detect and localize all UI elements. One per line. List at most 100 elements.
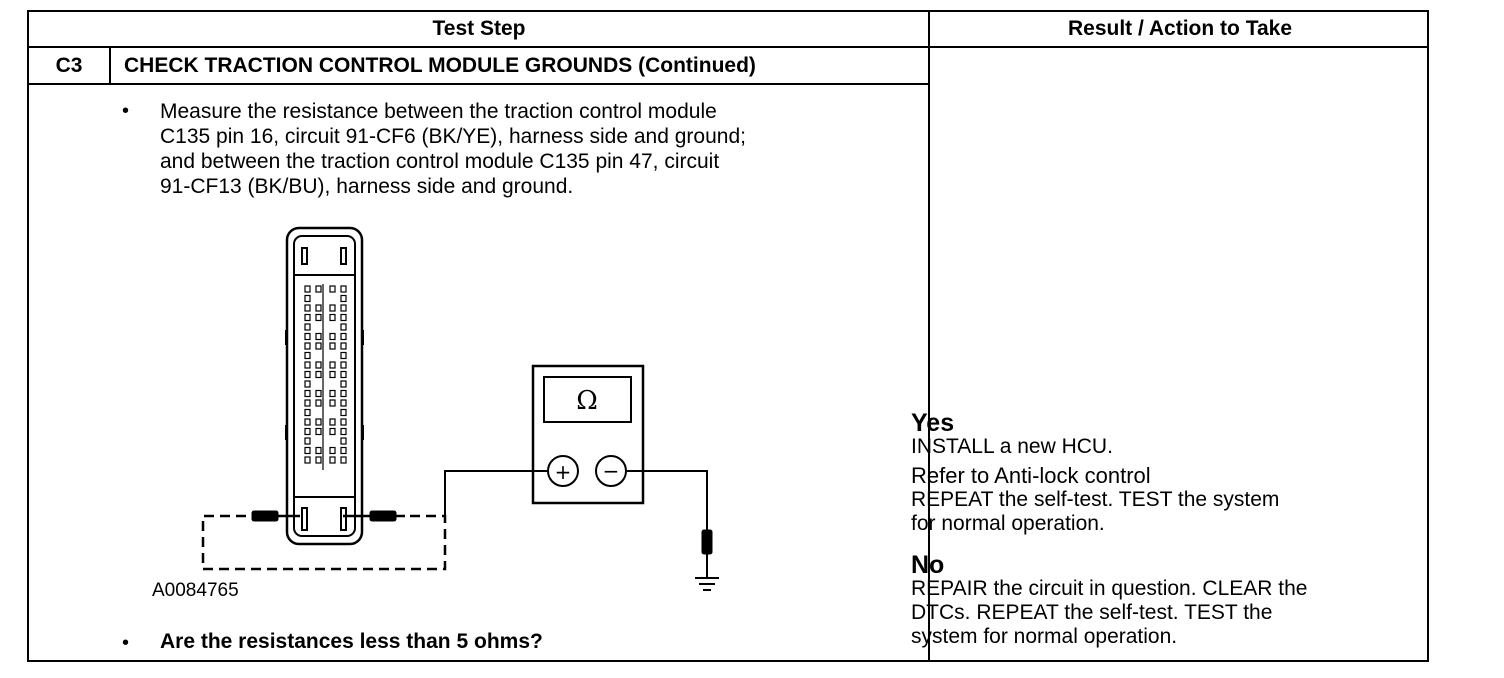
pin-cavity xyxy=(304,389,311,398)
pin-cavity xyxy=(304,456,311,464)
meter-leads xyxy=(444,470,708,532)
pin-cavity xyxy=(340,399,347,407)
pin-cavity xyxy=(304,418,311,426)
pin-cavity xyxy=(304,370,311,379)
pin-cavity xyxy=(340,294,347,303)
pin-cavity xyxy=(340,323,347,331)
yes-followup-line: REPEAT the self-test. TEST the system xyxy=(911,488,1280,511)
pin-cavity xyxy=(329,361,336,369)
instruction-line: and between the traction control module … xyxy=(160,150,720,173)
pin-cavity xyxy=(304,323,311,331)
pin-cavity xyxy=(304,332,311,341)
pin-cavity xyxy=(340,313,347,322)
no-action-line: REPAIR the circuit in question. CLEAR th… xyxy=(911,577,1308,600)
pin-cavity xyxy=(304,304,311,312)
pin-cavity xyxy=(340,304,347,312)
pin-cavity xyxy=(329,389,336,398)
test-step-header: Test Step xyxy=(432,17,526,40)
pin-cavity xyxy=(304,408,311,417)
instruction-line: Measure the resistance between the tract… xyxy=(160,100,717,123)
pin-cavity xyxy=(329,418,336,426)
yes-result: Yes INSTALL a new HCU. Refer to Anti-loc… xyxy=(911,411,1401,536)
step-id: C3 xyxy=(29,48,111,83)
pin-cavity xyxy=(340,361,347,369)
pin-cavity xyxy=(315,456,322,464)
dashed-test-leads xyxy=(201,514,447,571)
pin-cavity xyxy=(340,332,347,341)
pin-cavity xyxy=(315,370,322,379)
pin-cavity xyxy=(340,427,347,436)
pin-cavity xyxy=(329,342,336,350)
pin-cavity xyxy=(340,380,347,388)
pin-cavity xyxy=(304,351,311,360)
pin-cavity xyxy=(329,427,336,436)
instruction-bullet: • xyxy=(122,100,130,122)
pin-cavity xyxy=(304,427,311,436)
yes-label: Yes xyxy=(911,409,955,437)
pin-cavity xyxy=(329,399,336,407)
yes-followup-line: for normal operation. xyxy=(911,512,1105,535)
figure-id: A0084765 xyxy=(152,580,239,601)
pin-cavity xyxy=(315,418,322,426)
ground-icon xyxy=(695,577,719,591)
pin-cavity xyxy=(304,446,311,455)
pin-cavity xyxy=(304,437,311,445)
pin-cavity xyxy=(340,285,347,293)
no-label: No xyxy=(911,551,945,579)
pin-cavity xyxy=(340,342,347,350)
pin-cavity xyxy=(340,446,347,455)
result-action-header: Result / Action to Take xyxy=(1067,17,1293,40)
pin-cavity xyxy=(340,456,347,464)
pin-cavity xyxy=(340,351,347,360)
pin-cavity xyxy=(340,418,347,426)
instruction-line: C135 pin 16, circuit 91-CF6 (BK/YE), har… xyxy=(160,125,746,148)
pin-cavity xyxy=(329,304,336,312)
diagnostic-table: Test Step Result / Action to Take C3 CHE… xyxy=(27,10,1429,662)
instruction-text: Measure the resistance between the tract… xyxy=(160,99,920,199)
no-result: No REPAIR the circuit in question. CLEAR… xyxy=(911,553,1401,649)
minus-terminal: − xyxy=(603,459,620,483)
table-header-row: Test Step Result / Action to Take xyxy=(29,12,1427,48)
pin-cavity xyxy=(304,399,311,407)
step-title: CHECK TRACTION CONTROL MODULE GROUNDS (C… xyxy=(124,54,756,77)
pin-cavity xyxy=(315,446,322,455)
pin-cavity xyxy=(315,361,322,369)
pin-cavity xyxy=(329,332,336,341)
connector-pins xyxy=(304,284,347,470)
pin-cavity xyxy=(329,370,336,379)
ohm-symbol: Ω xyxy=(576,386,598,416)
pin-cavity xyxy=(329,456,336,464)
no-action-line: system for normal operation. xyxy=(911,625,1178,648)
pin-cavity xyxy=(304,285,311,293)
pin-cavity xyxy=(340,370,347,379)
instruction-line: 91-CF13 (BK/BU), harness side and ground… xyxy=(160,175,574,198)
connector-c135 xyxy=(285,226,364,546)
pin-cavity xyxy=(329,285,336,293)
refer-text: Refer to Anti-lock control xyxy=(911,463,1151,488)
column-divider xyxy=(928,12,930,660)
ground-probe xyxy=(701,529,713,577)
pin-cavity xyxy=(315,304,322,312)
pin-cavity xyxy=(315,313,322,322)
pin-cavity xyxy=(304,294,311,303)
pin-cavity xyxy=(304,380,311,388)
pin-cavity xyxy=(304,313,311,322)
yes-action: INSTALL a new HCU. xyxy=(911,435,1113,458)
no-action-line: DTCs. REPEAT the self-test. TEST the xyxy=(911,601,1273,624)
pin-cavity xyxy=(315,427,322,436)
pin-cavity xyxy=(315,332,322,341)
pin-cavity xyxy=(329,446,336,455)
step-title-row: C3 CHECK TRACTION CONTROL MODULE GROUNDS… xyxy=(29,48,929,85)
pin-cavity xyxy=(315,389,322,398)
pin-cavity xyxy=(340,437,347,445)
pin-cavity xyxy=(340,408,347,417)
probe-tips xyxy=(251,510,405,522)
pin-cavity xyxy=(304,342,311,350)
pin-cavity xyxy=(315,342,322,350)
question-text: Are the resistances less than 5 ohms? xyxy=(160,630,543,653)
question-bullet: • xyxy=(122,632,130,654)
pin-cavity xyxy=(304,361,311,369)
pin-cavity xyxy=(315,285,322,293)
pin-cavity xyxy=(340,389,347,398)
